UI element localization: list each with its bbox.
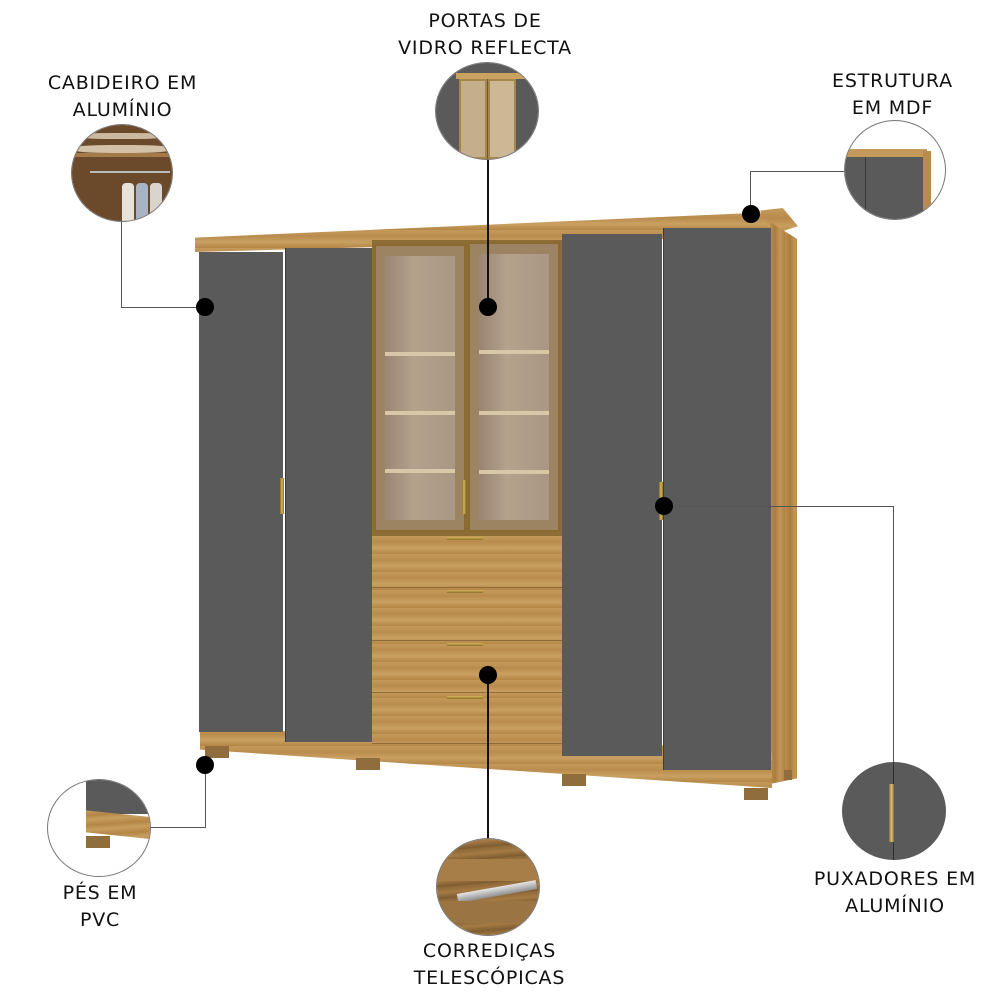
shelf (479, 470, 549, 474)
left-door-2 (285, 248, 372, 742)
shelf (385, 411, 455, 415)
foot (744, 788, 768, 800)
connector-line (121, 307, 203, 308)
callout-label-pes: PÉS EM PVC (40, 880, 160, 934)
marker-dot-portas-vidro (479, 298, 497, 316)
glass-panel (385, 256, 455, 520)
callout-line1: PUXADORES EM (813, 868, 977, 890)
drawer-handle (447, 590, 483, 593)
callout-line2: EM MDF (851, 97, 934, 119)
callout-line1: ESTRUTURA (832, 70, 953, 92)
callout-label-corredicas: CORREDIÇAS TELESCÓPICAS (392, 938, 587, 992)
marker-dot-corredicas (479, 666, 497, 684)
marker-dot-cabideiro (196, 298, 214, 316)
door-handle (280, 478, 284, 514)
callout-label-puxadores: PUXADORES EM ALUMÍNIO (800, 866, 990, 920)
drawer-3 (372, 641, 562, 693)
connector-line (148, 827, 206, 828)
connector-line (121, 218, 122, 308)
drawer-2 (372, 588, 562, 641)
connector-line (487, 676, 489, 840)
drawer-1 (372, 536, 562, 588)
hanging-rail-closeup-icon (71, 124, 173, 222)
marker-dot-puxadores (655, 497, 673, 515)
connector-line (487, 158, 489, 304)
left-door-1 (199, 252, 283, 732)
marker-dot-estrutura (742, 205, 760, 223)
connector-line (664, 506, 894, 507)
drawer-handle (447, 537, 483, 540)
callout-line1: PÉS EM (62, 882, 138, 904)
shelf (479, 350, 549, 354)
handle-closeup-icon (842, 762, 946, 860)
glass-cabinet (372, 240, 562, 536)
callout-line2: VIDRO REFLECTA (398, 37, 572, 59)
foot (784, 770, 792, 780)
glass-door-left (374, 244, 466, 532)
glass-panel (479, 254, 549, 520)
drawer-handle (447, 643, 483, 646)
connector-line (750, 171, 846, 172)
glass-doors-closeup-icon (435, 62, 539, 160)
callout-label-estrutura: ESTRUTURA EM MDF (815, 68, 970, 122)
glass-door-right (468, 242, 560, 532)
wardrobe-right-side (770, 222, 797, 784)
right-door-1 (562, 234, 662, 756)
callout-line2: TELESCÓPICAS (413, 967, 566, 989)
shelf (385, 352, 455, 356)
connector-line (750, 171, 751, 213)
drawer-4 (372, 693, 562, 744)
drawer-slide-closeup-icon (436, 838, 540, 936)
drawer-handle (447, 696, 483, 699)
right-door-2 (663, 228, 771, 770)
callout-line2: PVC (79, 909, 121, 931)
callout-line2: ALUMÍNIO (72, 99, 173, 121)
callout-line1: CORREDIÇAS (422, 940, 557, 962)
shelf (385, 469, 455, 473)
marker-dot-pes (196, 756, 214, 774)
drawer-stack (372, 536, 562, 744)
callout-label-portas-vidro: PORTAS DE VIDRO REFLECTA (380, 8, 590, 62)
foot (356, 758, 380, 770)
glass-door-handle (462, 480, 466, 514)
foot (562, 774, 586, 786)
connector-line (893, 506, 894, 764)
feet-closeup-icon (47, 779, 151, 877)
callout-label-cabideiro: CABIDEIRO EM ALUMÍNIO (30, 70, 215, 124)
connector-line (205, 766, 206, 828)
callout-line1: PORTAS DE (428, 10, 542, 32)
callout-line2: ALUMÍNIO (845, 895, 945, 917)
callout-line1: CABIDEIRO EM (47, 72, 198, 94)
mdf-corner-closeup-icon (844, 120, 946, 220)
foot (205, 746, 229, 758)
shelf (479, 411, 549, 415)
